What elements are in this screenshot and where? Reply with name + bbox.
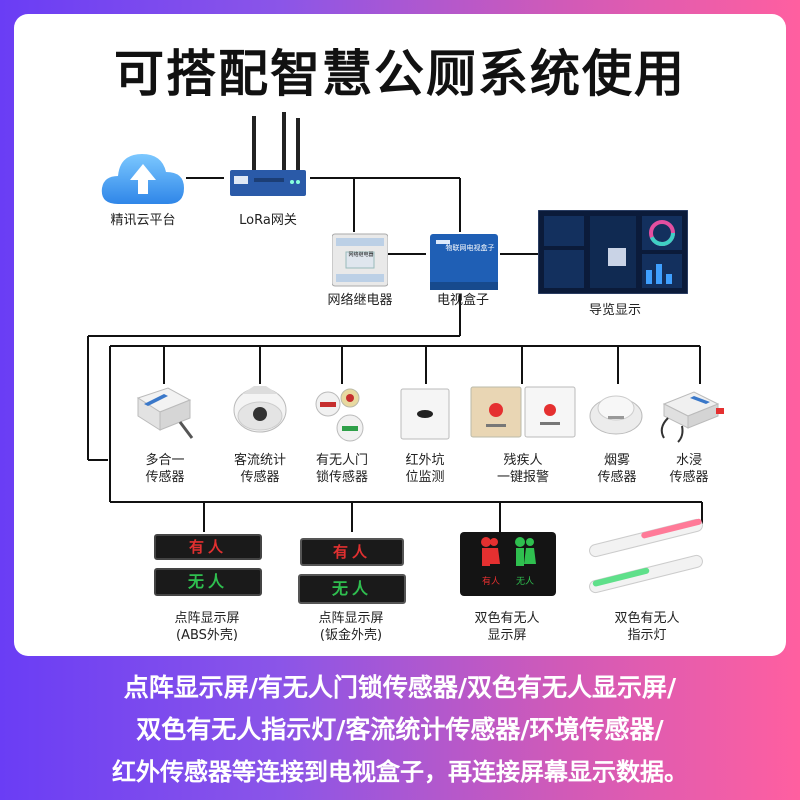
led-display-abs-top: 有人	[154, 534, 262, 560]
display-label-abs: 点阵显示屏(ABS外壳)	[174, 611, 240, 643]
led-display-metal-bottom: 无人	[298, 574, 406, 604]
connection-wires	[87, 177, 703, 532]
page-title: 可搭配智慧公厕系统使用	[114, 45, 686, 103]
dual-color-display: 有人 无人	[460, 532, 556, 596]
tv-box-screen-text: 物联网电视盒子	[445, 244, 495, 252]
led-display-abs-bottom: 无人	[154, 568, 262, 596]
cloud-label: 精讯云平台	[110, 213, 176, 228]
guide-display-label: 导览显示	[588, 303, 641, 318]
tv-box-device	[428, 232, 500, 292]
sensor-label-people-counter: 客流统计传感器	[233, 453, 286, 485]
smoke-detector-device	[588, 386, 644, 440]
display-label-dual-screen: 双色有无人显示屏	[474, 611, 540, 643]
description-line-2: 双色有无人指示灯/客流统计传感器/环境传感器/	[136, 715, 664, 744]
network-relay-device	[331, 232, 389, 288]
gateway-label: LoRa网关	[239, 213, 297, 228]
dual-display-occupied-text: 有人	[481, 577, 500, 587]
tv-box-label: 电视盒子	[436, 293, 489, 308]
sensor-label-multi: 多合一传感器	[145, 453, 185, 485]
sensor-label-infrared: 红外坑位监测	[405, 453, 445, 485]
door-lock-sensor-device	[310, 384, 372, 444]
people-counter-device	[228, 382, 292, 440]
dual-display-vacant-text: 无人	[515, 577, 534, 587]
emergency-button-device-2	[524, 386, 576, 438]
lora-gateway-device	[226, 110, 310, 202]
water-leak-sensor-device	[654, 384, 726, 446]
sensor-label-emergency: 残疾人一键报警	[496, 453, 549, 485]
cloud-icon	[98, 148, 188, 210]
led-display-metal-top: 有人	[300, 538, 404, 566]
person-icon	[481, 537, 536, 566]
relay-screen-text: 网络继电器	[348, 252, 374, 258]
relay-label: 网络继电器	[327, 293, 393, 308]
dual-color-indicator-lights	[582, 518, 710, 594]
description-line-3: 红外传感器等连接到电视盒子，再连接屏幕显示数据。	[112, 758, 688, 786]
infrared-sensor-device	[400, 388, 450, 440]
description-banner: 点阵显示屏/有无人门锁传感器/双色有无人显示屏/ 双色有无人指示灯/客流统计传感…	[0, 660, 800, 800]
multi-sensor-device	[134, 382, 196, 440]
display-label-metal: 点阵显示屏(钣金外壳)	[318, 611, 384, 643]
description-line-1: 点阵显示屏/有无人门锁传感器/双色有无人显示屏/	[123, 673, 677, 702]
emergency-button-device-1	[470, 386, 522, 438]
diagram-card: 可搭配智慧公厕系统使用	[14, 14, 786, 656]
sensor-label-smoke: 烟雾传感器	[597, 453, 637, 485]
display-label-dual-light: 双色有无人指示灯	[614, 611, 680, 643]
sensor-label-water: 水浸传感器	[669, 453, 709, 485]
guide-display-screen	[537, 209, 689, 295]
sensor-label-door-lock: 有无人门锁传感器	[315, 453, 368, 485]
